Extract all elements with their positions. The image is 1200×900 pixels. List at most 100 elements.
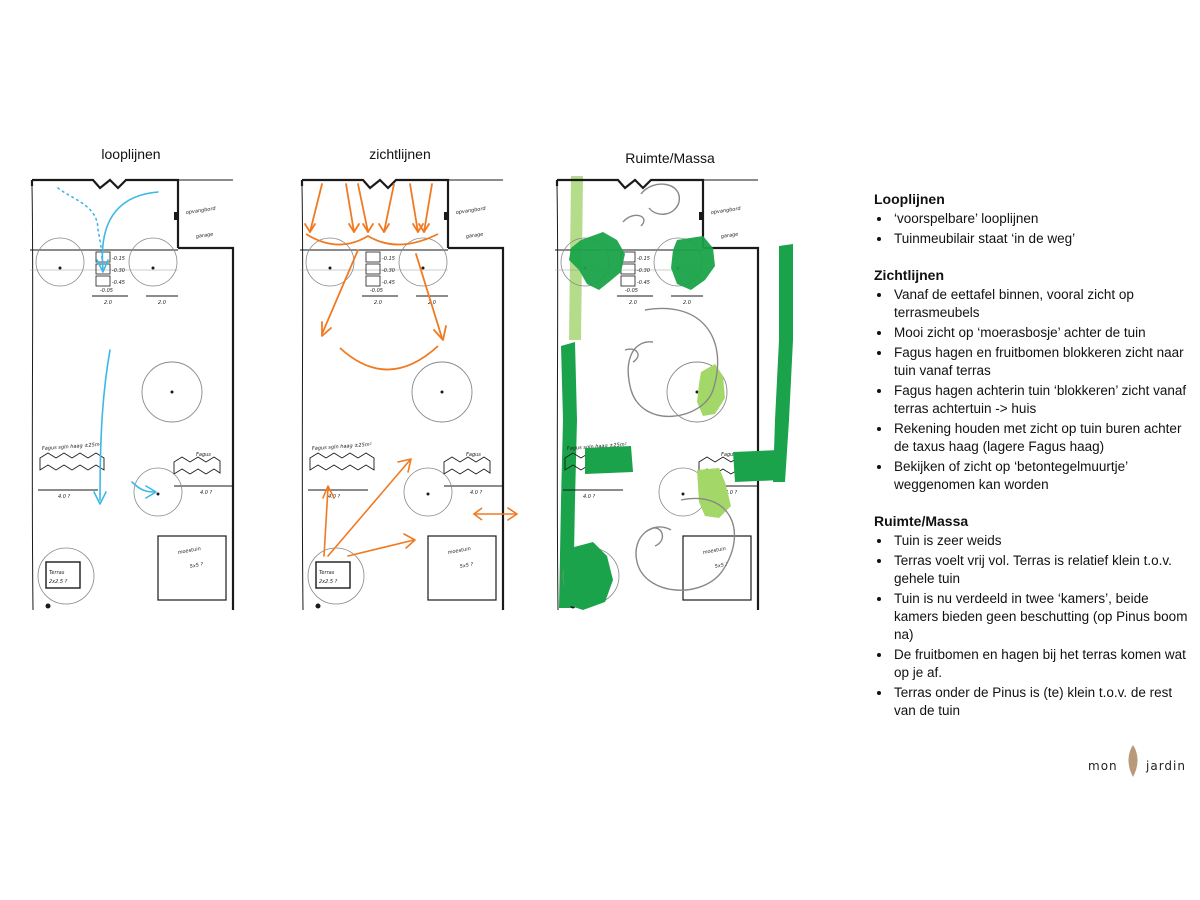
moestuin-box xyxy=(682,535,752,601)
label-opvangbord: opvangbord xyxy=(710,206,741,216)
sight-line-up-right-head xyxy=(397,458,412,473)
step xyxy=(620,275,636,287)
label-step-005: -0.05 xyxy=(100,288,113,294)
step xyxy=(365,275,381,287)
analysis-notes: Looplijnen ‘voorspelbare’ looplijnen Tui… xyxy=(866,190,1196,738)
label-step-005: -0.05 xyxy=(370,288,383,294)
sight-line-right-low-head xyxy=(403,533,416,549)
mass-hedge-right xyxy=(773,244,793,482)
sight-line-up-right xyxy=(327,459,411,557)
sight-line-right-head xyxy=(433,325,447,341)
list-item: Rekening houden met zicht op tuin buren … xyxy=(892,420,1196,456)
sight-line-0-head xyxy=(304,223,316,233)
label-dim-20: 2.0 xyxy=(158,300,166,306)
garage-wall xyxy=(178,246,235,610)
tree-canopy xyxy=(141,361,203,423)
hedge-fagus-right xyxy=(173,456,221,475)
mass-terras xyxy=(563,542,613,610)
label-moestuin: moestuin xyxy=(447,546,471,556)
label-terras-size: 2x2.5 ? xyxy=(319,579,338,585)
tree-trunk xyxy=(695,390,699,394)
sight-line-3-head xyxy=(378,223,390,233)
sight-line-5 xyxy=(423,183,433,233)
label-moestuin-size: 5x5 ? xyxy=(714,562,729,570)
label-garage: garage xyxy=(465,232,483,240)
list-item: Fagus hagen achterin tuin ‘blokkeren’ zi… xyxy=(892,382,1196,418)
label-fagus-left: Fagus sgln haag ±25m² xyxy=(567,442,627,452)
list-item: Terras voelt vrij vol. Terras is relatie… xyxy=(892,552,1196,588)
pinus-canopy xyxy=(37,547,95,605)
list-item: Vanaf de eettafel binnen, vooral zicht o… xyxy=(892,286,1196,322)
label-dim-40: 4.0 ? xyxy=(470,490,483,496)
label-opvangbord: opvangbord xyxy=(185,206,216,216)
sight-line-0 xyxy=(309,183,323,233)
step xyxy=(620,263,636,275)
sight-arc-lower xyxy=(339,345,439,371)
tree-trunk xyxy=(426,492,430,496)
label-garage: garage xyxy=(720,232,738,240)
label-fagus-right: Fagus xyxy=(466,452,481,458)
hedge-fagus-left xyxy=(39,452,105,471)
mass-hedge-left xyxy=(559,342,577,608)
label-dim-20: 2.0 xyxy=(683,300,691,306)
tree-trunk xyxy=(440,390,444,394)
tree-canopy xyxy=(35,237,85,287)
label-step-015: -0.15 xyxy=(112,256,125,262)
walk-line-dotted xyxy=(57,187,103,263)
label-step-045: -0.45 xyxy=(637,280,650,286)
list-item: Bekijken of zicht op ‘betontegelmuurtje’… xyxy=(892,458,1196,494)
label-step-030: -0.30 xyxy=(382,268,395,274)
tree-trunk xyxy=(151,266,155,270)
door-icon xyxy=(699,212,704,220)
sight-line-4 xyxy=(409,183,419,233)
plan-title-ruimte: Ruimte/Massa xyxy=(625,150,715,166)
bottom-marker xyxy=(315,603,321,609)
plan-title-looplijnen: looplijnen xyxy=(101,146,161,162)
label-dim-20: 2.0 xyxy=(629,300,637,306)
label-terras-size: 2x2.5 ? xyxy=(49,579,68,585)
sight-line-up-left xyxy=(323,487,329,557)
label-dim-40: 4.0 ? xyxy=(200,490,213,496)
sight-line-2-head xyxy=(362,223,374,233)
boundary-left xyxy=(31,185,34,611)
notes-section-zichtlijnen: Zichtlijnen Vanaf de eettafel binnen, vo… xyxy=(866,266,1196,494)
notes-section-ruimte-massa: Ruimte/Massa Tuin is zeer weids Terras v… xyxy=(866,512,1196,720)
label-terras: Terras xyxy=(319,570,335,576)
door-icon xyxy=(174,212,179,220)
mass-tree-middle xyxy=(697,364,725,416)
label-step-015: -0.15 xyxy=(382,256,395,262)
walk-line-down xyxy=(99,349,111,501)
sight-line-up-left-head xyxy=(322,485,335,499)
sight-line-2 xyxy=(357,183,369,233)
label-garage: garage xyxy=(195,232,213,240)
leaf-icon xyxy=(1128,745,1138,777)
hedge-fagus-right xyxy=(443,456,491,475)
label-step-045: -0.45 xyxy=(382,280,395,286)
tree-canopy xyxy=(398,237,448,287)
label-step-030: -0.30 xyxy=(637,268,650,274)
label-moestuin: moestuin xyxy=(177,546,201,556)
list-item: Terras onder de Pinus is (te) klein t.o.… xyxy=(892,684,1196,720)
sight-line-5-head xyxy=(418,223,430,233)
moestuin-box xyxy=(427,535,497,601)
mass-tree-right xyxy=(671,236,715,290)
space-loop-room2-small xyxy=(648,527,664,547)
tree-canopy xyxy=(128,237,178,287)
notes-section-looplijnen: Looplijnen ‘voorspelbare’ looplijnen Tui… xyxy=(866,190,1196,248)
tree-trunk xyxy=(328,266,332,270)
list-item: De fruitbomen en hagen bij het terras ko… xyxy=(892,646,1196,682)
label-moestuin-size: 5x5 ? xyxy=(459,562,474,570)
section-heading: Looplijnen xyxy=(874,191,945,207)
sight-line-3 xyxy=(383,183,395,233)
space-loop-room1-small xyxy=(624,348,639,363)
label-step-015: -0.15 xyxy=(637,256,650,262)
label-moestuin-size: 5x5 ? xyxy=(189,562,204,570)
space-loop-front-small xyxy=(622,214,645,227)
step xyxy=(95,275,111,287)
sight-line-neighbour-head xyxy=(507,507,518,521)
walk-line-right-head xyxy=(145,485,157,499)
sight-line-1 xyxy=(345,183,355,233)
mass-tree-left xyxy=(569,232,625,290)
